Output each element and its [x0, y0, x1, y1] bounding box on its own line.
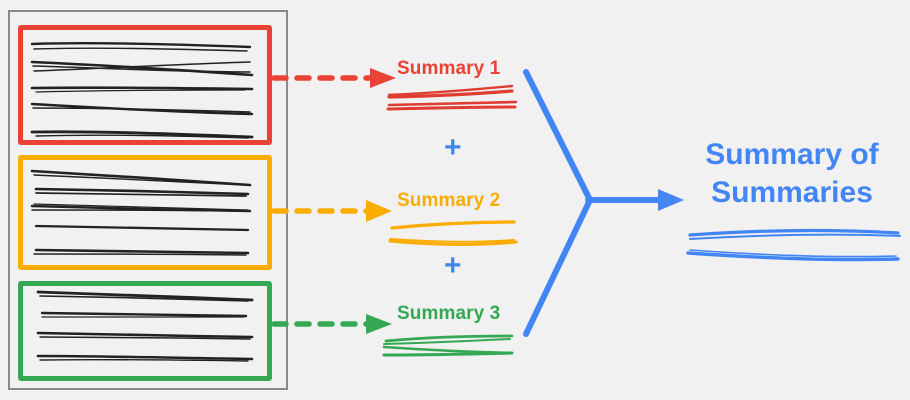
final-summary-squiggle [686, 228, 901, 262]
summary-2-squiggle [388, 220, 518, 247]
doc-3-text-lines [36, 290, 254, 362]
source-document-2[interactable] [18, 155, 272, 270]
summary-2-label: Summary 2 [397, 190, 501, 211]
summary-1-label: Summary 1 [397, 58, 501, 79]
final-summary-title-line-1: Summary of [705, 138, 879, 171]
document-collection-container [8, 10, 288, 390]
dashed-arrow-doc1-to-summary1 [271, 68, 396, 88]
source-document-1[interactable] [18, 25, 272, 145]
merge-arrowhead-icon [658, 189, 684, 211]
dashed-arrow-doc3-to-summary3 [271, 314, 392, 334]
summary-3-squiggle [382, 334, 514, 357]
doc-1-text-lines [30, 41, 254, 139]
final-summary-title-line-2: Summaries [711, 175, 873, 209]
plus-operator-1: + [444, 131, 462, 164]
merge-connector [523, 69, 665, 337]
summary-3-label: Summary 3 [397, 303, 501, 324]
doc-2-text-lines [30, 169, 252, 256]
final-summary-title: Summary of Summaries [676, 136, 908, 211]
plus-operator-2: + [444, 249, 462, 282]
source-document-3[interactable] [18, 281, 272, 381]
summary-1-squiggle [386, 84, 518, 111]
dashed-arrow-doc2-to-summary2 [271, 200, 392, 222]
